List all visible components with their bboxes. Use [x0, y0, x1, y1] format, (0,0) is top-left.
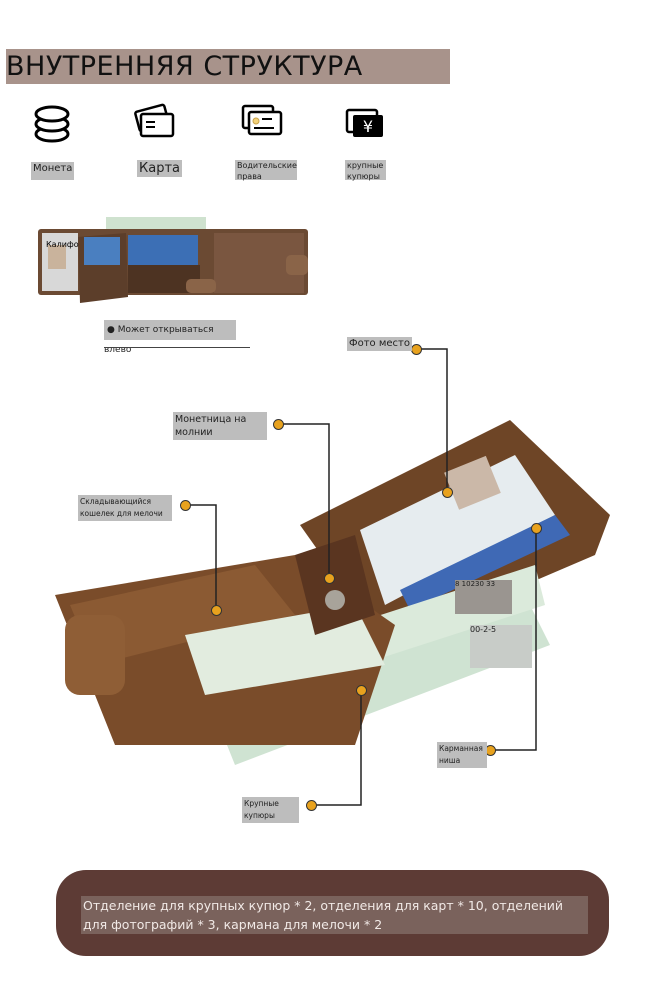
feature-label-license: Водительские права	[235, 160, 297, 181]
summary-banner: Отделение для крупных купюр * 2, отделен…	[56, 870, 609, 956]
feature-label-bills: крупные купюры	[345, 160, 386, 181]
callout-coin-zip: Монетница на молнии	[173, 412, 267, 440]
bills-callout-dot	[306, 800, 317, 811]
svg-text:¥: ¥	[363, 117, 373, 136]
license-text: Калифо	[46, 240, 79, 249]
callout-large-bills: Крупные купюры	[242, 797, 299, 823]
banknote-yen-icon: ¥	[345, 108, 383, 137]
open-wallet-thumbnail: Калифо	[38, 217, 308, 303]
open-left-caption: ● Может открываться влево	[104, 320, 236, 355]
page-title: ВНУТРЕННЯЯ СТРУКТУРА	[6, 51, 363, 82]
feature-label-coin: Монета	[31, 162, 75, 180]
pocket-target-dot	[531, 523, 542, 534]
bills-target-dot	[356, 685, 367, 696]
id-card-icon	[241, 104, 283, 136]
bullet-icon: ●	[107, 325, 115, 335]
callout-fold-coin: Складывающийся кошелек для мелочи	[78, 495, 172, 521]
overlay-box-2: 00-2-5	[470, 625, 532, 668]
photo-target-dot	[442, 487, 453, 498]
caption-text: Может открываться влево	[104, 325, 214, 355]
summary-text: Отделение для крупных купюр * 2, отделен…	[81, 896, 588, 934]
callout-pocket: Карманная ниша	[437, 742, 487, 768]
fold-coin-callout-dot	[180, 500, 191, 511]
overlay-box-1-text: 8 10230 33	[455, 580, 496, 588]
overlay-box-1: 8 10230 33	[455, 580, 512, 614]
coin-zip-target-dot	[324, 573, 335, 584]
overlay-box-2-text: 00-2-5	[470, 625, 497, 634]
fold-coin-target-dot	[211, 605, 222, 616]
feature-label-card: Карта	[137, 160, 182, 177]
wallet-illustration	[55, 420, 610, 765]
photo-callout-dot	[411, 344, 422, 355]
coins-icon	[34, 105, 70, 143]
card-icon	[134, 103, 175, 138]
callout-photo: Фото место	[347, 337, 412, 351]
divider	[104, 347, 250, 348]
title-banner: ВНУТРЕННЯЯ СТРУКТУРА	[6, 49, 450, 84]
coin-zip-callout-dot	[273, 419, 284, 430]
